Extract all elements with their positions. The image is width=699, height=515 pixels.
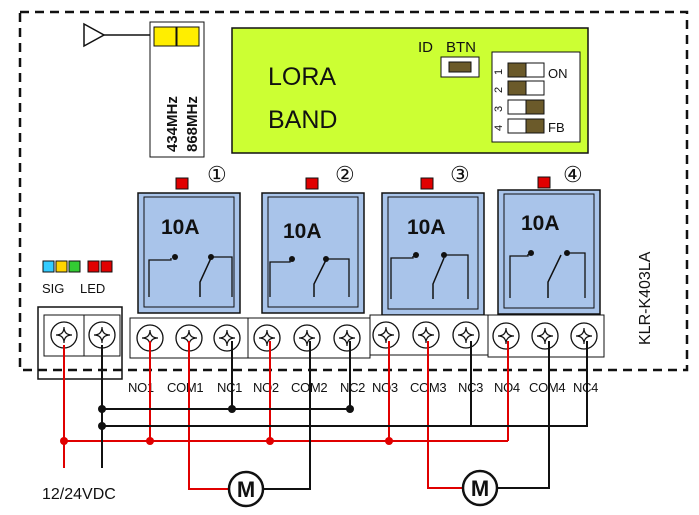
motor-label: M	[237, 477, 255, 502]
dip-number-2: 2	[493, 87, 505, 93]
dip-slot-2[interactable]	[507, 80, 545, 96]
relay-2: ② 10A	[261, 162, 365, 314]
terminal-label-no2: NO2	[253, 380, 279, 395]
sig-led-green	[68, 260, 81, 273]
terminal-label-nc4: NC4	[573, 380, 598, 395]
terminal-label-no3: NO3	[372, 380, 398, 395]
sig-led-yellow	[55, 260, 68, 273]
relay-number: ①	[207, 162, 227, 187]
dip-fb-label: FB	[548, 120, 565, 135]
screw-com2[interactable]	[293, 324, 321, 352]
terminal-label-nc2: NC2	[340, 380, 365, 395]
terminal-blocks	[37, 306, 605, 380]
freq-label-868: 868MHz	[184, 96, 201, 152]
power-led-2	[100, 260, 113, 273]
motor-icon	[227, 470, 265, 508]
dip-on-label: ON	[548, 66, 568, 81]
power-supply-label: 12/24VDC	[42, 486, 116, 503]
relay-3: ③ 10A	[381, 162, 485, 316]
antenna-icon	[83, 22, 155, 48]
dip-slot-4[interactable]	[507, 118, 545, 134]
relay-number: ②	[335, 162, 355, 187]
screw-power-negative[interactable]	[88, 321, 116, 349]
screw-no3[interactable]	[372, 321, 400, 349]
dip-number-4: 4	[493, 125, 505, 131]
terminal-label-com4: COM4	[529, 380, 565, 395]
relay-rating: 10A	[161, 216, 200, 239]
terminal-label-nc1: NC1	[217, 380, 242, 395]
relay-rating: 10A	[521, 212, 560, 235]
terminal-label-no1: NO1	[128, 380, 154, 395]
btn-label: BTN	[446, 39, 476, 56]
motor-1: M	[227, 470, 265, 508]
dip-number-1: 1	[493, 69, 505, 75]
screw-nc4[interactable]	[570, 322, 598, 350]
motor-label: M	[471, 476, 489, 501]
relay-number: ③	[450, 162, 470, 187]
terminal-label-com1: COM1	[167, 380, 203, 395]
relays: ① 10A ② 10A ③	[137, 162, 601, 316]
dip-slot-3[interactable]	[507, 99, 545, 115]
freq-switch-434[interactable]	[153, 26, 177, 47]
relay-number: ④	[563, 162, 583, 187]
sig-led-blue	[42, 260, 55, 273]
frequency-selector: 434MHz 868MHz	[149, 21, 205, 158]
junction-dots-negative	[98, 405, 354, 430]
positive-wires	[63, 341, 509, 490]
relay-1: ① 10A	[137, 162, 241, 314]
lora-module: LORA BAND ID BTN 1 2 3 4 ON FB	[231, 27, 589, 154]
sig-label: SIG	[42, 281, 64, 296]
relay-status-led	[420, 177, 434, 190]
freq-label-434: 434MHz	[164, 96, 181, 152]
relay-status-led	[175, 177, 189, 190]
relay-status-led	[537, 176, 551, 189]
dip-number-3: 3	[493, 106, 505, 112]
terminal-labels: NO1 COM1 NC1 NO2 COM2 NC2 NO3 COM3 NC3 N…	[128, 380, 598, 395]
board-outline	[18, 10, 689, 372]
screw-com4[interactable]	[531, 322, 559, 350]
relay-status-led	[305, 177, 319, 190]
terminal-label-no4: NO4	[494, 380, 520, 395]
screw-nc2[interactable]	[333, 324, 361, 352]
relay-4: ④ 10A	[497, 162, 601, 315]
screw-nc1[interactable]	[213, 324, 241, 352]
id-label: ID	[418, 39, 433, 56]
power-led-1	[87, 260, 100, 273]
lora-title-line2: BAND	[268, 106, 337, 134]
negative-wires	[101, 341, 588, 490]
id-button-knob	[448, 61, 472, 73]
freq-switch-868[interactable]	[176, 26, 200, 47]
model-label: KLR-K403LA	[637, 251, 654, 345]
relay-rating: 10A	[283, 220, 322, 243]
motor-icon	[461, 469, 499, 507]
screw-no2[interactable]	[253, 324, 281, 352]
screw-no4[interactable]	[492, 322, 520, 350]
relay-rating: 10A	[407, 216, 446, 239]
screw-terminals	[50, 321, 598, 352]
motor-2: M	[461, 469, 499, 507]
indicator-leds: SIG LED	[42, 260, 113, 296]
dip-slot-1[interactable]	[507, 62, 545, 78]
led-label: LED	[80, 281, 105, 296]
power-terminal-housing	[37, 306, 123, 380]
junction-dots-positive	[60, 437, 393, 445]
screw-power-positive[interactable]	[50, 321, 78, 349]
screw-com3[interactable]	[412, 321, 440, 349]
screw-nc3[interactable]	[452, 321, 480, 349]
lora-title-line1: LORA	[268, 63, 336, 91]
